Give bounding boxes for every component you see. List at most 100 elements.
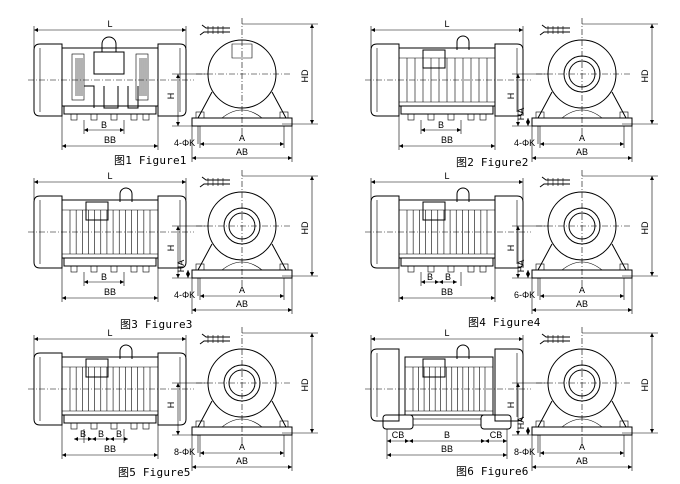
dimension-BB: BB bbox=[104, 444, 116, 454]
bolt-pad bbox=[110, 265, 118, 273]
dimension-HA: HA bbox=[516, 417, 526, 430]
bolt-boss-left bbox=[195, 111, 205, 119]
dimension-H: H bbox=[506, 402, 516, 409]
mounting-base bbox=[531, 117, 633, 127]
arrowhead bbox=[176, 74, 180, 78]
dimension-B: B bbox=[101, 120, 107, 130]
bolt-pad bbox=[479, 113, 487, 121]
arrowhead bbox=[176, 431, 180, 435]
arrowhead bbox=[650, 24, 654, 28]
arrowhead bbox=[280, 451, 284, 455]
figure-5-caption: 图5 Figure5 bbox=[118, 466, 191, 479]
arrowhead bbox=[34, 337, 38, 341]
bolt-pad bbox=[70, 113, 78, 121]
arrowhead bbox=[526, 122, 530, 126]
dimension-HD: HD bbox=[640, 221, 650, 234]
bolt-pad bbox=[427, 113, 435, 121]
bolt-pad bbox=[467, 265, 475, 273]
mounting-base bbox=[531, 426, 633, 436]
dimension-B3: B bbox=[116, 429, 122, 439]
arrowhead bbox=[485, 439, 489, 443]
arrowhead bbox=[182, 337, 186, 341]
arrowhead bbox=[310, 333, 314, 337]
base-plate bbox=[400, 105, 494, 115]
arrowhead bbox=[620, 142, 624, 146]
cable-gland bbox=[539, 176, 570, 188]
lifting-lug bbox=[119, 344, 133, 359]
arrowhead bbox=[491, 144, 495, 148]
arrowhead bbox=[182, 28, 186, 32]
arrowhead bbox=[200, 294, 204, 298]
arrowhead bbox=[540, 142, 544, 146]
arrowhead bbox=[628, 308, 632, 312]
dimension-L: L bbox=[107, 328, 112, 338]
bolt-boss-left bbox=[535, 263, 545, 271]
arrowhead bbox=[288, 156, 292, 160]
figure-4-caption: 图4 Figure4 bbox=[468, 316, 541, 329]
dimension-H: H bbox=[166, 245, 176, 252]
arrowhead bbox=[439, 280, 443, 284]
dimension-K: 4-ΦK bbox=[174, 290, 195, 300]
cable-gland bbox=[199, 24, 230, 36]
arrowhead bbox=[154, 453, 158, 457]
dimension-K: 4-ΦK bbox=[514, 138, 535, 148]
dimension-L: L bbox=[107, 171, 112, 181]
terminal-box bbox=[93, 51, 125, 75]
arrowhead bbox=[106, 437, 110, 441]
bolt-boss-left bbox=[535, 420, 545, 428]
dimension-HA: HA bbox=[516, 108, 526, 121]
arrowhead bbox=[435, 280, 439, 284]
pedestal-arch bbox=[221, 261, 263, 271]
arrowhead bbox=[387, 453, 391, 457]
bolt-pad bbox=[130, 422, 138, 430]
arrowhead bbox=[280, 294, 284, 298]
arrowhead bbox=[421, 280, 425, 284]
arrowhead bbox=[192, 156, 196, 160]
dimension-AB: AB bbox=[236, 299, 248, 309]
dimension-K: 4-ΦK bbox=[174, 138, 195, 148]
pedestal-arch bbox=[561, 418, 603, 428]
arrowhead bbox=[176, 226, 180, 230]
mounting-base bbox=[191, 426, 293, 436]
arrowhead bbox=[176, 383, 180, 387]
arrowhead bbox=[519, 337, 523, 341]
bolt-pad bbox=[130, 265, 138, 273]
arrowhead bbox=[62, 144, 66, 148]
arrowhead bbox=[519, 28, 523, 32]
end-weight-left bbox=[370, 348, 400, 422]
cable-gland bbox=[199, 176, 230, 188]
lifting-lug bbox=[456, 344, 470, 359]
bolt-pad bbox=[110, 422, 118, 430]
bolt-pad bbox=[467, 113, 475, 121]
arrowhead bbox=[519, 180, 523, 184]
arrowhead bbox=[110, 437, 114, 441]
bolt-pad bbox=[90, 422, 98, 430]
motor-body bbox=[404, 356, 494, 416]
arrowhead bbox=[650, 333, 654, 337]
dimension-HD: HD bbox=[640, 69, 650, 82]
bolt-boss-right bbox=[279, 263, 289, 271]
arrowhead bbox=[176, 122, 180, 126]
dimension-A: A bbox=[239, 285, 245, 295]
dimension-HD: HD bbox=[300, 69, 310, 82]
dimension-A: A bbox=[239, 133, 245, 143]
arrowhead bbox=[124, 437, 128, 441]
dimension-BB: BB bbox=[104, 135, 116, 145]
arrowhead bbox=[405, 439, 409, 443]
arrowhead bbox=[481, 439, 485, 443]
figure-6-caption: 图6 Figure6 bbox=[456, 465, 529, 478]
dimension-K: 8-ΦK bbox=[514, 447, 535, 457]
end-weight-left bbox=[33, 195, 63, 269]
bolt-boss-right bbox=[619, 263, 629, 271]
bolt-pad bbox=[70, 265, 78, 273]
arrowhead bbox=[503, 439, 507, 443]
bolt-pad bbox=[142, 422, 150, 430]
bolt-boss-left bbox=[195, 263, 205, 271]
bolt-pad bbox=[142, 113, 150, 121]
arrowhead bbox=[387, 439, 391, 443]
